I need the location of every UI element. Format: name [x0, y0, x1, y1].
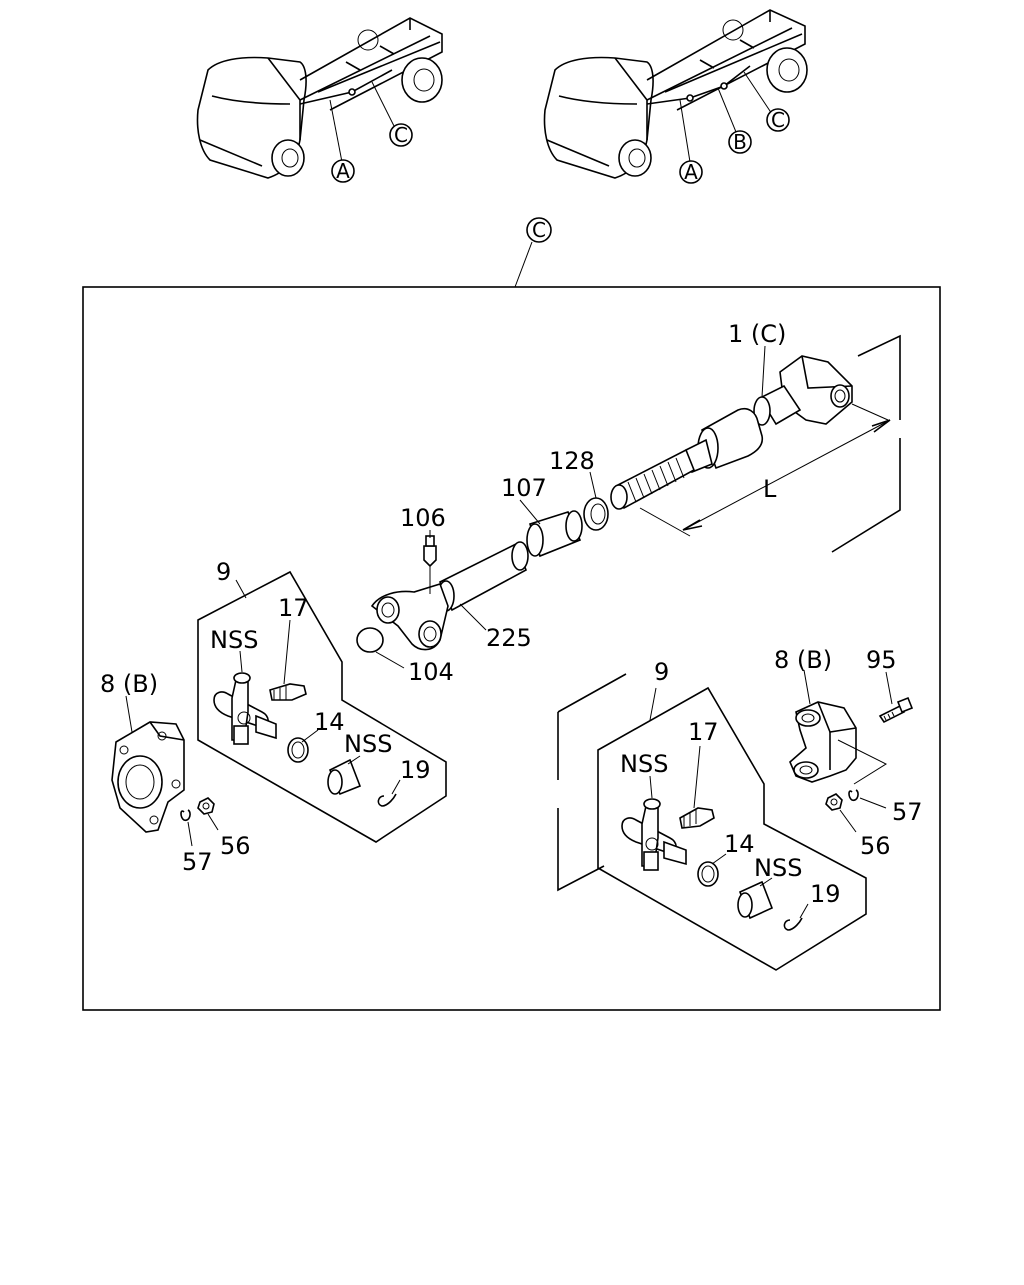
right-kit-assembly	[557, 673, 867, 971]
left-flange-label-56: 56	[220, 832, 251, 860]
truck-right-marker-b: B	[728, 130, 752, 154]
part-label-1c: 1 (C)	[728, 320, 786, 348]
left-kit-label-19: 19	[400, 756, 431, 784]
part-label-225: 225	[486, 624, 532, 652]
marker-b-label: B	[733, 130, 747, 154]
right-kit-label-17: 17	[688, 718, 719, 746]
left-flange-label-8b: 8 (B)	[100, 670, 158, 698]
part-label-107: 107	[501, 474, 547, 502]
left-kit-assembly	[197, 570, 447, 843]
left-flange-assembly	[111, 695, 219, 847]
right-kit-label-14: 14	[724, 830, 755, 858]
right-kit-label-nss-b: NSS	[754, 854, 802, 882]
propeller-shaft-assembly: L	[356, 334, 901, 669]
part-label-106: 106	[400, 504, 446, 532]
right-kit-label-19: 19	[810, 880, 841, 908]
right-kit-label-nss-a: NSS	[620, 750, 668, 778]
left-kit-label-14: 14	[314, 708, 345, 736]
marker-a-label: A	[336, 159, 350, 183]
left-kit-label-nss-a: NSS	[210, 626, 258, 654]
right-yoke-assembly	[789, 669, 914, 833]
detail-marker-label: C	[532, 218, 546, 242]
right-yoke-label-8b: 8 (B)	[774, 646, 832, 674]
detail-marker-c: C	[514, 217, 552, 288]
marker-a-label: A	[684, 160, 698, 184]
left-kit-label-nss-b: NSS	[344, 730, 392, 758]
part-label-104: 104	[408, 658, 454, 686]
detail-frame	[82, 286, 941, 1011]
right-yoke-label-95: 95	[866, 646, 897, 674]
truck-left-marker-c: C	[389, 123, 413, 147]
part-label-128: 128	[549, 447, 595, 475]
right-yoke-label-56: 56	[860, 832, 891, 860]
truck-right-marker-a: A	[679, 160, 703, 184]
right-yoke-label-57: 57	[892, 798, 923, 826]
marker-c-label: C	[394, 123, 408, 147]
truck-left-illustration	[196, 17, 443, 179]
truck-left-marker-a: A	[331, 159, 355, 183]
dimension-l-label: L	[763, 475, 777, 503]
marker-c-label: C	[771, 108, 785, 132]
left-kit-label-9: 9	[216, 558, 231, 586]
left-kit-label-17: 17	[278, 594, 309, 622]
right-kit-label-9: 9	[654, 658, 669, 686]
truck-right-marker-c: C	[766, 108, 790, 132]
left-flange-label-57: 57	[182, 848, 213, 876]
truck-right-illustration	[543, 9, 808, 179]
